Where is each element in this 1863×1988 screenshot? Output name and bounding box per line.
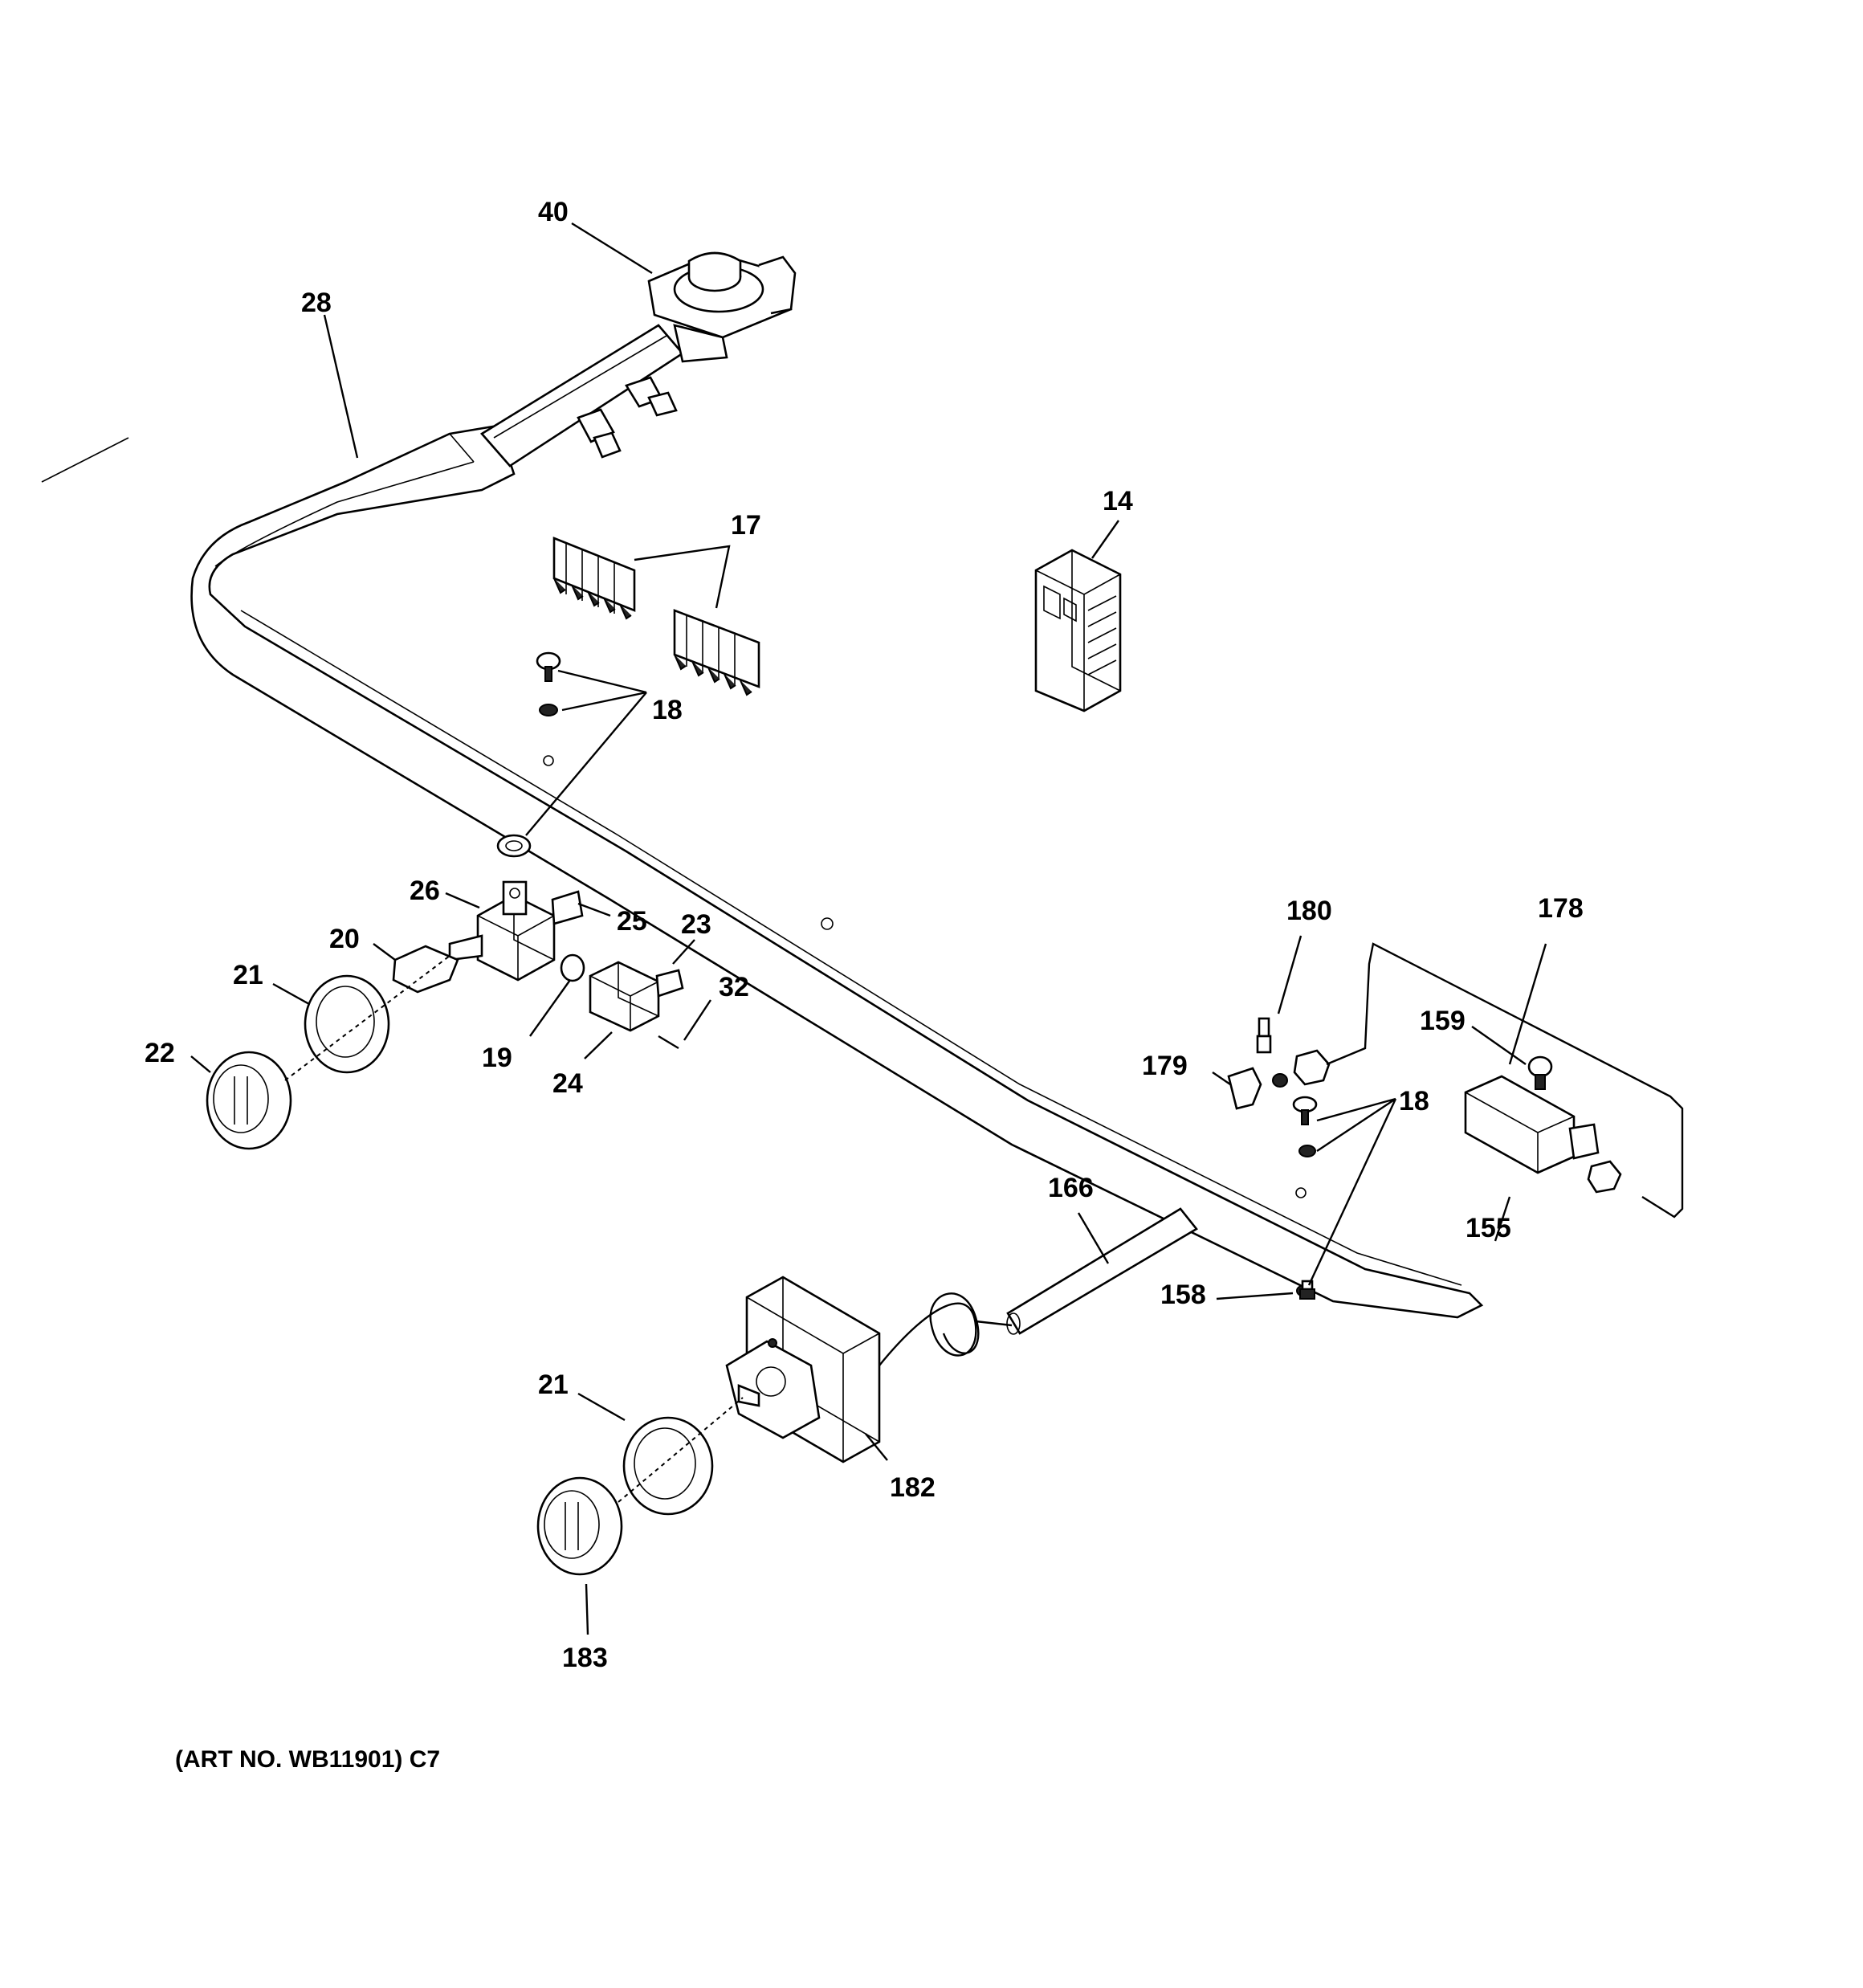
screw-158 <box>1299 1280 1315 1300</box>
valve-clip <box>392 945 459 994</box>
knob-bezel-lower <box>622 1416 714 1516</box>
o-ring <box>560 953 585 982</box>
callout-166: 166 <box>1048 1173 1094 1203</box>
orifice-fitting <box>1256 1017 1272 1054</box>
small-nut <box>1272 1073 1288 1088</box>
thermostat-knob <box>536 1476 623 1576</box>
callout-25: 25 <box>617 906 647 937</box>
callout-155: 155 <box>1466 1213 1511 1243</box>
callout-24: 24 <box>552 1068 583 1099</box>
callout-17: 17 <box>731 510 761 541</box>
callout-159: 159 <box>1420 1006 1466 1036</box>
callout-178: 178 <box>1538 893 1584 924</box>
callout-labels: 40 28 17 14 18 26 25 23 20 21 22 19 24 3… <box>145 197 1584 1673</box>
callout-180: 180 <box>1286 896 1332 926</box>
thermostat-capillary <box>879 1292 1013 1366</box>
tube-nut <box>1293 1049 1331 1086</box>
screw-washer-upper <box>496 651 561 858</box>
screw-159 <box>1527 1055 1553 1090</box>
art-number-caption: (ART NO. WB11901) C7 <box>175 1746 440 1773</box>
knob-bezel-left <box>304 974 390 1074</box>
callout-26: 26 <box>410 876 440 906</box>
terminal-blocks <box>552 537 760 696</box>
callout-21-lower: 21 <box>538 1370 569 1400</box>
callout-18-right: 18 <box>1399 1086 1429 1116</box>
callout-32: 32 <box>719 972 749 1002</box>
callout-20: 20 <box>329 924 360 954</box>
manifold-pipe <box>190 324 1484 1319</box>
tubing-178 <box>1326 942 1684 1219</box>
callout-14: 14 <box>1103 486 1133 516</box>
pressure-regulator <box>647 251 797 363</box>
elbow-fitting <box>1227 1067 1262 1110</box>
callout-40: 40 <box>538 197 569 227</box>
leader-lines <box>190 222 1547 1635</box>
sensing-bulb <box>1006 1207 1198 1335</box>
pilot-orifice-holder <box>1464 1075 1622 1194</box>
callout-182: 182 <box>890 1472 936 1503</box>
oven-thermostat <box>725 1276 881 1463</box>
callout-22: 22 <box>145 1038 175 1068</box>
callout-19: 19 <box>482 1043 512 1073</box>
callout-158: 158 <box>1160 1280 1206 1310</box>
callout-21-left: 21 <box>233 960 263 990</box>
control-knob-left <box>206 1051 292 1150</box>
stray-mark <box>41 437 129 483</box>
callout-28: 28 <box>301 288 332 318</box>
spark-module <box>1034 549 1122 712</box>
callout-183: 183 <box>562 1643 608 1673</box>
callout-18-upper: 18 <box>652 695 683 725</box>
small-screw <box>658 1035 679 1050</box>
callout-23: 23 <box>681 909 711 940</box>
burner-valve <box>448 880 584 982</box>
callout-179: 179 <box>1142 1051 1188 1081</box>
igniter-switch <box>589 961 684 1032</box>
